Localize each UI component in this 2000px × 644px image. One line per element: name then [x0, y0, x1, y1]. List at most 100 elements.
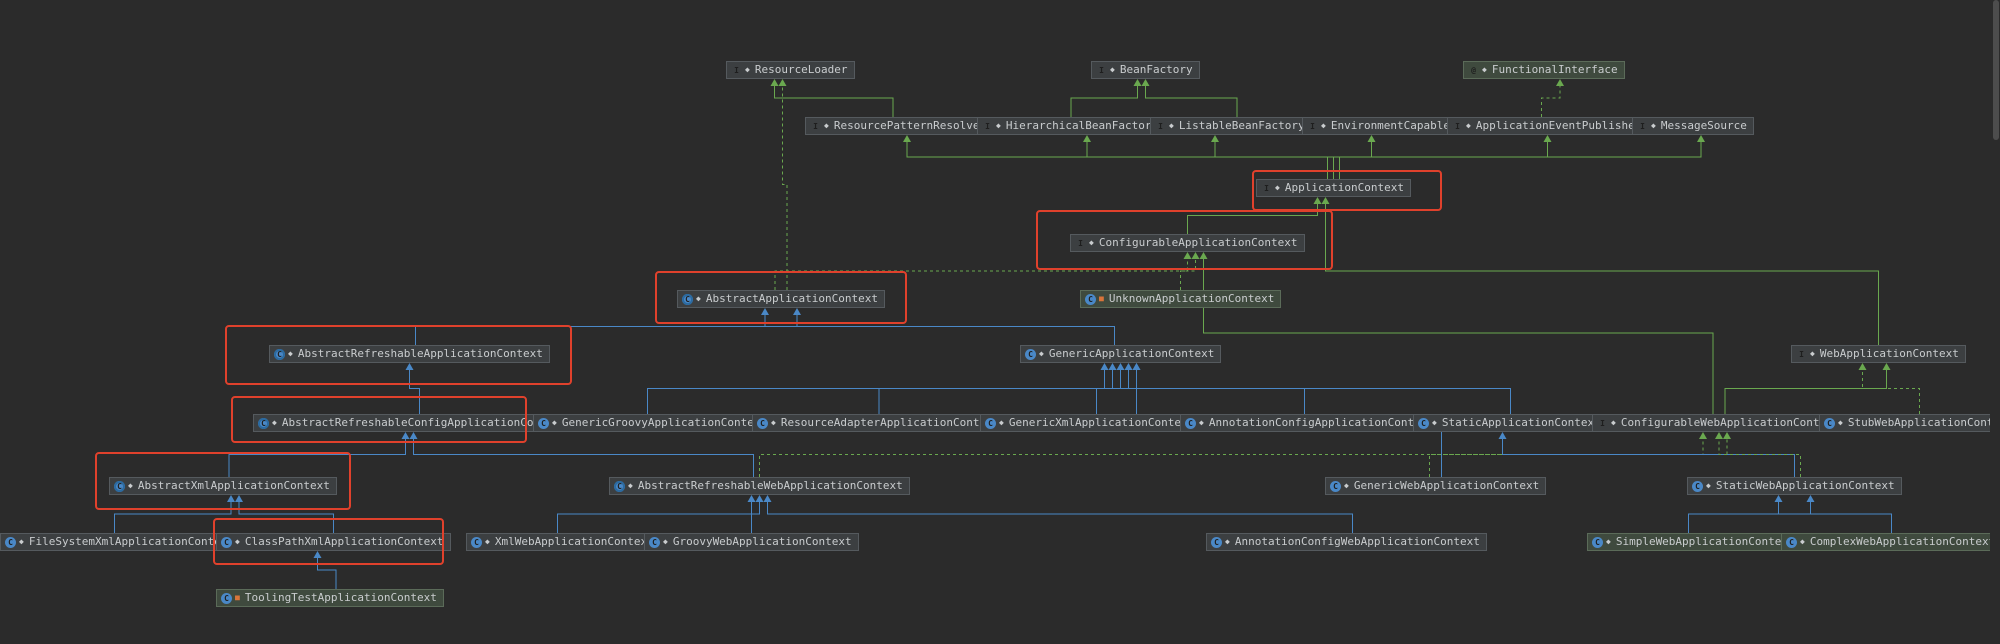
class-icon: C: [1085, 293, 1096, 305]
class-icon: C: [1592, 536, 1603, 548]
edge-AnnotationConfigApplicationContext-to-GenericApplicationContext: [1112, 369, 1305, 414]
node-configurable-web-application-context[interactable]: I◆ConfigurableWebApplicationContext: [1592, 414, 1847, 432]
class-icon: C: [1786, 536, 1797, 548]
edge-GenericWebApplicationContext-to-ConfigurableWebApplicationContext: [1429, 438, 1704, 477]
edge-GroovyWebApplicationContext-to-AbstractRefreshableWebApplicationContext: [751, 501, 760, 533]
visibility-icon: ◆: [1199, 418, 1204, 427]
node-web-application-context[interactable]: I◆WebApplicationContext: [1791, 345, 1966, 363]
class-icon: C: [221, 536, 232, 548]
edge-arrowhead: [1183, 252, 1192, 259]
edge-arrowhead: [1498, 432, 1507, 439]
node-abstract-refreshable-config-application-context[interactable]: C◆AbstractRefreshableConfigApplicationCo…: [253, 414, 574, 432]
private-visibility-icon: ■: [235, 593, 240, 602]
highlight-class-path-xml-application-context: [213, 518, 444, 565]
class-icon: C: [1211, 536, 1222, 548]
visibility-icon: ◆: [1275, 183, 1280, 192]
node-tooling-test-application-context[interactable]: C■ToolingTestApplicationContext: [216, 589, 444, 607]
edge-arrowhead: [1100, 363, 1109, 370]
edge-arrowhead: [1556, 79, 1564, 86]
node-class-path-xml-application-context[interactable]: C◆ClassPathXmlApplicationContext: [216, 533, 451, 551]
node-abstract-refreshable-web-application-context[interactable]: C◆AbstractRefreshableWebApplicationConte…: [609, 477, 910, 495]
class-icon: C: [538, 417, 549, 429]
node-simple-web-application-context[interactable]: C◆SimpleWebApplicationContext: [1587, 533, 1802, 551]
highlight-application-context: [1252, 170, 1442, 211]
node-xml-web-application-context[interactable]: C◆XmlWebApplicationContext: [466, 533, 661, 551]
interface-icon: I: [1640, 121, 1645, 131]
visibility-icon: ◆: [235, 537, 240, 546]
visibility-icon: ◆: [1706, 481, 1711, 490]
node-static-web-application-context[interactable]: C◆StaticWebApplicationContext: [1687, 477, 1902, 495]
vertical-scrollbar[interactable]: [1990, 0, 2000, 644]
node-groovy-web-application-context[interactable]: C◆GroovyWebApplicationContext: [644, 533, 859, 551]
node-annotation-config-application-context[interactable]: C◆AnnotationConfigApplicationContext: [1180, 414, 1441, 432]
edge-GenericGroovyApplicationContext-to-GenericApplicationContext: [647, 369, 1129, 414]
node-generic-application-context[interactable]: C◆GenericApplicationContext: [1020, 345, 1222, 363]
visibility-icon: ◆: [272, 418, 277, 427]
node-abstract-application-context[interactable]: C◆AbstractApplicationContext: [677, 290, 886, 308]
class-icon: C: [5, 536, 16, 548]
node-resource-loader[interactable]: I◆ResourceLoader: [726, 61, 855, 79]
edge-UnknownApplicationContext-to-ConfigurableApplicationContext: [1180, 258, 1196, 290]
node-stub-web-application-context[interactable]: C◆StubWebApplicationContext: [1819, 414, 2000, 432]
visibility-icon: ◆: [996, 121, 1001, 130]
edge-HierarchicalBeanFactory-to-BeanFactory: [1070, 85, 1138, 117]
abstract-class-icon: C: [614, 480, 625, 492]
edge-ConfigurableWebApplicationContext-to-WebApplicationContext: [1724, 369, 1887, 414]
node-abstract-refreshable-application-context[interactable]: C◆AbstractRefreshableApplicationContext: [269, 345, 550, 363]
highlight-abstract-refreshable-application-context: [225, 325, 572, 385]
edge-arrowhead: [405, 363, 414, 370]
edge-SimpleWebApplicationContext-to-StaticWebApplicationContext: [1688, 501, 1811, 533]
edge-arrowhead: [1715, 432, 1723, 439]
class-icon: C: [1025, 348, 1036, 360]
edge-arrowhead: [1132, 363, 1141, 370]
node-hierarchical-bean-factory[interactable]: I◆HierarchicalBeanFactory: [977, 117, 1166, 135]
edge-ApplicationContext-to-MessageSource: [1339, 141, 1702, 179]
visibility-icon: ◆: [1110, 65, 1115, 74]
interface-icon: I: [1099, 65, 1104, 75]
node-generic-groovy-application-context[interactable]: C◆GenericGroovyApplicationContext: [533, 414, 775, 432]
node-bean-factory[interactable]: I◆BeanFactory: [1091, 61, 1200, 79]
edge-arrowhead: [778, 79, 787, 86]
interface-icon: I: [1158, 121, 1163, 131]
edge-arrowhead: [1116, 363, 1125, 370]
node-configurable-application-context[interactable]: I◆ConfigurableApplicationContext: [1070, 234, 1305, 252]
node-resource-adapter-application-context[interactable]: C◆ResourceAdapterApplicationContext: [752, 414, 1007, 432]
visibility-icon: ◆: [696, 294, 701, 303]
edge-arrowhead: [1774, 495, 1783, 502]
node-generic-xml-application-context[interactable]: C◆GenericXmlApplicationContext: [980, 414, 1202, 432]
node-listable-bean-factory[interactable]: I◆ListableBeanFactory: [1150, 117, 1312, 135]
visibility-icon: ◆: [663, 537, 668, 546]
edge-arrowhead: [1321, 197, 1330, 204]
node-resource-pattern-resolver[interactable]: I◆ResourcePatternResolver: [805, 117, 994, 135]
node-generic-web-application-context[interactable]: C◆GenericWebApplicationContext: [1325, 477, 1547, 495]
interface-icon: I: [1310, 121, 1315, 131]
node-static-application-context[interactable]: C◆StaticApplicationContext: [1413, 414, 1608, 432]
abstract-class-icon: C: [114, 480, 125, 492]
node-application-context[interactable]: I◆ApplicationContext: [1256, 179, 1412, 197]
node-complex-web-application-context[interactable]: C◆ComplexWebApplicationContext: [1781, 533, 2000, 551]
edge-arrowhead: [1124, 363, 1133, 370]
edge-AbstractRefreshableConfigApplicationContext-to-AbstractRefreshableApplicationContext: [409, 369, 420, 414]
visibility-icon: ◆: [128, 481, 133, 490]
node-functional-interface[interactable]: @◆FunctionalInterface: [1463, 61, 1625, 79]
edge-ApplicationEventPublisher-to-FunctionalInterface: [1541, 85, 1561, 117]
node-message-source[interactable]: I◆MessageSource: [1632, 117, 1754, 135]
highlight-abstract-xml-application-context: [95, 452, 351, 510]
edge-arrowhead: [761, 308, 769, 315]
interface-icon: I: [1078, 238, 1083, 248]
edge-StaticWebApplicationContext-to-ConfigurableWebApplicationContext: [1718, 438, 1801, 477]
edge-arrowhead: [1858, 363, 1867, 370]
node-unknown-application-context[interactable]: C■UnknownApplicationContext: [1080, 290, 1282, 308]
edge-AbstractApplicationContext-to-ConfigurableApplicationContext: [774, 258, 1188, 290]
visibility-icon: ◆: [485, 537, 490, 546]
node-file-system-xml-application-context[interactable]: C◆FileSystemXmlApplicationContext: [0, 533, 242, 551]
node-application-event-publisher[interactable]: I◆ApplicationEventPublisher: [1447, 117, 1649, 135]
scrollbar-thumb[interactable]: [1993, 0, 1999, 140]
node-annotation-config-web-application-context[interactable]: C◆AnnotationConfigWebApplicationContext: [1206, 533, 1487, 551]
visibility-icon: ◆: [1039, 349, 1044, 358]
node-abstract-xml-application-context[interactable]: C◆AbstractXmlApplicationContext: [109, 477, 337, 495]
visibility-icon: ◆: [1169, 121, 1174, 130]
edge-arrowhead: [793, 308, 801, 315]
node-environment-capable[interactable]: I◆EnvironmentCapable: [1302, 117, 1458, 135]
